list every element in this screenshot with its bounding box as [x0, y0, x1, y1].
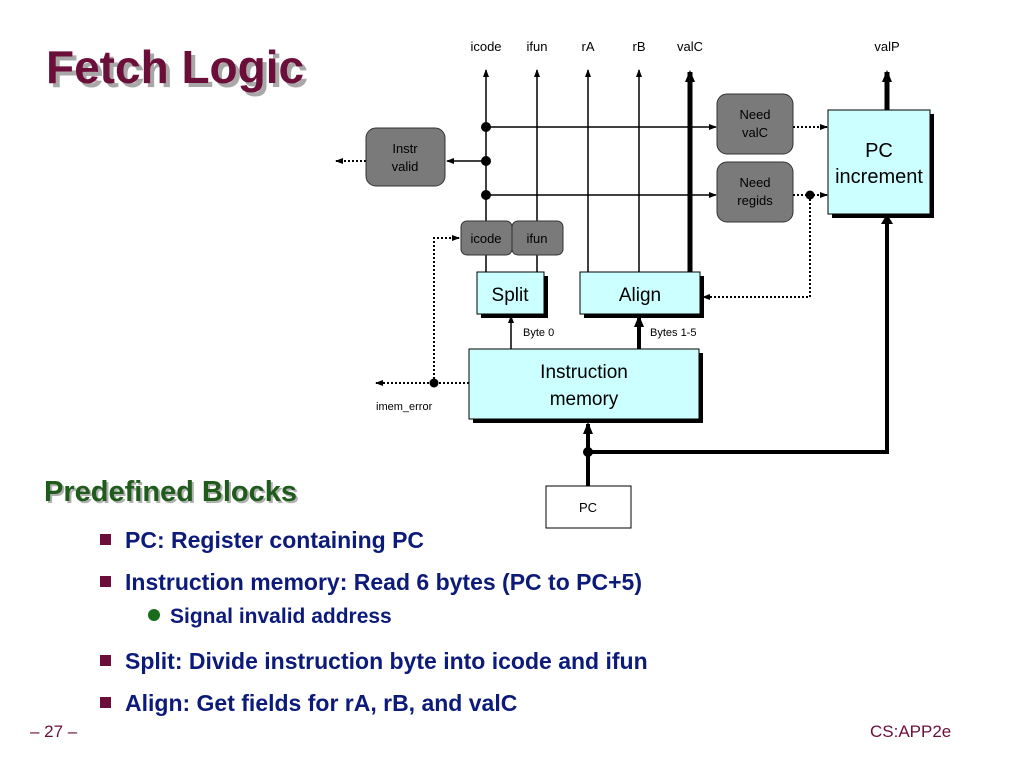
output-label-valP: valP	[874, 39, 899, 54]
need-valC-label-1: Need	[739, 107, 770, 122]
instr-valid-label-1: Instr	[392, 141, 418, 156]
need-valC-label-2: valC	[742, 125, 768, 140]
page-number: – 27 –	[30, 722, 78, 741]
arrowhead	[881, 214, 893, 224]
need-valC-block	[716, 93, 794, 155]
need-regids-block	[716, 161, 794, 223]
bullet-item: PC: Register containing PC	[100, 527, 424, 554]
bullet-text: Align: Get fields for rA, rB, and valC	[125, 690, 518, 716]
instruction-memory-label-1: Instruction	[540, 362, 628, 383]
bullet-text: PC: Register containing PC	[125, 527, 425, 553]
wire-pc-increment	[588, 222, 889, 454]
square-bullet-icon	[100, 534, 111, 546]
align-block	[579, 271, 701, 315]
output-label-rA: rA	[582, 39, 595, 54]
bullet-text: Instruction memory: Read 6 bytes (PC to …	[125, 569, 642, 595]
wire-need-regids-align	[702, 195, 811, 300]
bullet-text: Split: Divide instruction byte into icod…	[125, 648, 648, 674]
pc-increment-label-2: increment	[835, 166, 923, 188]
ifun-register-label: ifun	[527, 231, 548, 246]
junction-dot	[481, 190, 491, 200]
sub-bullet-text: Signal invalid address	[170, 605, 392, 628]
square-bullet-icon	[100, 576, 111, 588]
output-label-icode: icode	[470, 39, 501, 54]
split-label: Split	[492, 285, 530, 306]
footer-course-label: CS:APP2e	[870, 722, 952, 741]
junction-dot	[583, 447, 593, 457]
split-block	[476, 271, 545, 315]
bullet-item: Instruction memory: Read 6 bytes (PC to …	[100, 569, 642, 596]
square-bullet-icon	[100, 655, 111, 667]
ifun-register	[511, 220, 564, 256]
slide-title: Fetch Logic	[46, 41, 305, 93]
bullet-item: Split: Divide instruction byte into icod…	[100, 648, 648, 675]
byte0-label: Byte 0	[523, 327, 554, 339]
section-heading: Predefined Blocks	[44, 476, 298, 508]
pc-register-label: PC	[579, 500, 597, 515]
need-regids-label-2: regids	[737, 193, 773, 208]
junction-dot	[481, 122, 491, 132]
icode-register-label: icode	[470, 231, 501, 246]
instr-valid-block	[365, 127, 446, 187]
instruction-memory-block	[468, 348, 700, 420]
need-regids-label-1: Need	[739, 175, 770, 190]
bytes15-label: Bytes 1-5	[650, 327, 696, 339]
bullet-item: Align: Get fields for rA, rB, and valC	[100, 690, 517, 717]
square-bullet-icon	[100, 697, 111, 709]
round-bullet-icon	[148, 609, 160, 622]
output-label-valC: valC	[677, 39, 703, 54]
pc-increment-block	[827, 109, 931, 215]
output-label-ifun: ifun	[527, 39, 548, 54]
pc-register	[545, 485, 632, 529]
instr-valid-label-2: valid	[392, 159, 419, 174]
imem-error-label: imem_error	[376, 401, 433, 413]
junction-dot	[481, 156, 491, 166]
pc-increment-label-1: PC	[865, 140, 893, 162]
align-label: Align	[619, 285, 661, 306]
sub-bullet-item: Signal invalid address	[148, 605, 392, 629]
wire-imem-error-icode	[433, 235, 460, 383]
instruction-memory-label-2: memory	[550, 389, 619, 410]
output-label-rB: rB	[633, 39, 646, 54]
